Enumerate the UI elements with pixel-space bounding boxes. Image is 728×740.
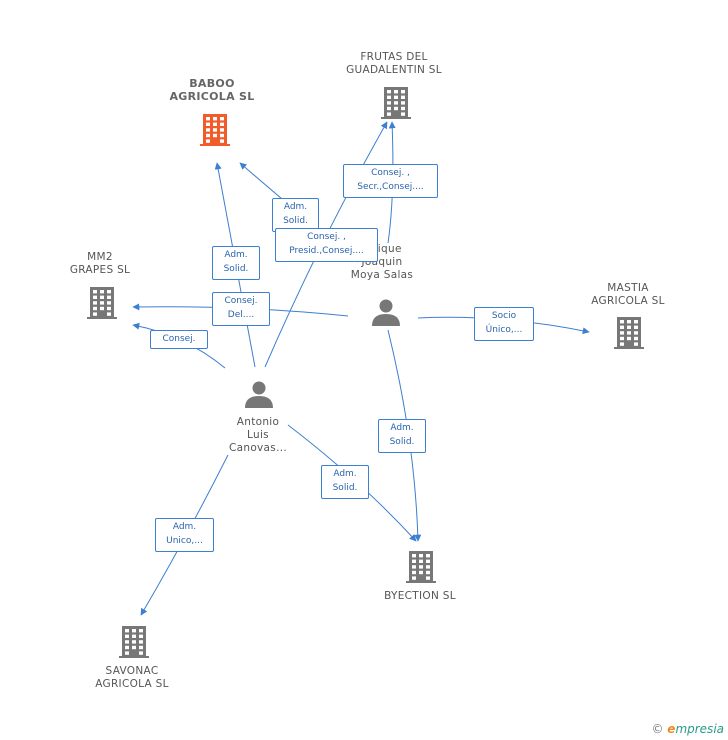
person-label-antonio[interactable]: Antonio Luis Canovas...: [229, 416, 287, 454]
company-label-mastia[interactable]: MASTIA AGRICOLA SL: [591, 282, 665, 307]
building-icon-mm2[interactable]: [87, 287, 117, 319]
brand-logo-e: e: [667, 722, 676, 736]
company-label-frutas[interactable]: FRUTAS DEL GUADALENTIN SL: [346, 51, 442, 76]
edge-label-antonio-byection[interactable]: Adm. Solid.: [321, 465, 369, 499]
company-label-savonac[interactable]: SAVONAC AGRICOLA SL: [95, 665, 169, 690]
building-icon-byection[interactable]: [406, 551, 436, 583]
edge-label-antonio-savonac[interactable]: Adm. Unico,...: [155, 518, 214, 552]
company-label-baboo[interactable]: BABOO AGRICOLA SL: [169, 77, 255, 103]
building-icon-frutas[interactable]: [381, 87, 411, 119]
company-label-byection[interactable]: BYECTION SL: [384, 590, 456, 602]
copyright-icon: ©: [651, 722, 664, 736]
edge-label-antonio-baboo[interactable]: Adm. Solid.: [212, 246, 260, 280]
edge-label-enrique-baboo[interactable]: Adm. Solid.: [272, 198, 319, 232]
brand-logo-text: mpresia: [675, 722, 724, 736]
edge-label-enrique-frutas[interactable]: Consej. , Secr.,Consej....: [343, 164, 438, 198]
person-icon-antonio[interactable]: [245, 381, 273, 409]
company-label-mm2[interactable]: MM2 GRAPES SL: [69, 251, 131, 276]
building-icon-savonac[interactable]: [119, 626, 149, 658]
edge-label-enrique-mastia[interactable]: Socio Único,...: [474, 307, 534, 341]
building-icon-mastia[interactable]: [614, 317, 644, 349]
building-icon-baboo[interactable]: [200, 114, 230, 146]
edge-label-enrique-byection[interactable]: Adm. Solid.: [378, 419, 426, 453]
edge-label-antonio-mm2[interactable]: Consej.: [150, 330, 208, 349]
edge-label-antonio-frutas[interactable]: Consej. , Presid.,Consej....: [275, 228, 378, 262]
person-icon-enrique[interactable]: [372, 299, 400, 327]
edge-label-enrique-mm2[interactable]: Consej. Del....: [212, 292, 270, 326]
footer-brand: © empresia: [651, 722, 724, 736]
